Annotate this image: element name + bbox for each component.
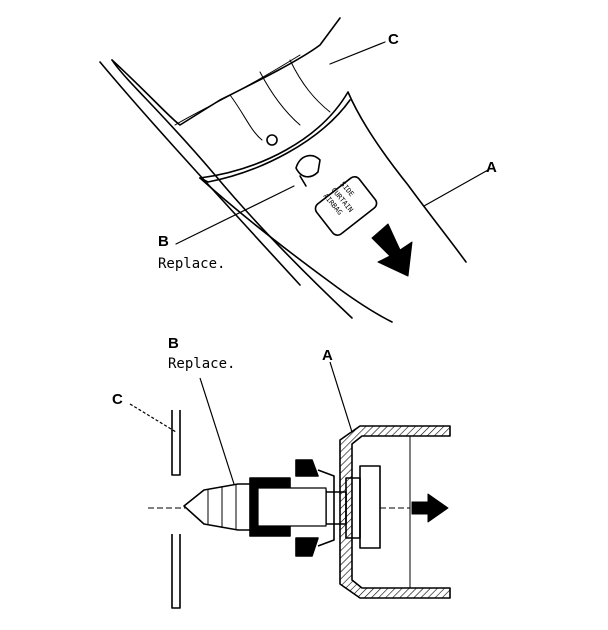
pillar-trim-a xyxy=(199,91,467,263)
section-clip-b xyxy=(183,483,259,531)
top-note-replace: Replace. xyxy=(158,256,225,272)
body-panel-c-inner xyxy=(111,17,341,126)
airbag-badge xyxy=(314,175,378,236)
top-label-a: A xyxy=(486,159,497,176)
section-view xyxy=(129,361,451,609)
section-label-b: B xyxy=(168,335,179,352)
top-label-c: C xyxy=(388,31,399,48)
section-trim-a xyxy=(339,425,451,599)
section-pull-arrow-icon xyxy=(411,493,449,523)
section-label-c: C xyxy=(112,391,123,408)
clip-b-top xyxy=(295,154,321,178)
top-label-b: B xyxy=(158,233,169,250)
body-panel-c xyxy=(99,61,301,286)
section-note-replace: Replace. xyxy=(168,356,235,372)
pull-arrow-icon xyxy=(371,223,413,277)
section-label-a: A xyxy=(322,347,333,364)
top-view xyxy=(99,17,489,323)
section-panel-c xyxy=(171,410,181,476)
top-badge-text: SIDE CURTAIN AIRBAG xyxy=(321,180,355,217)
